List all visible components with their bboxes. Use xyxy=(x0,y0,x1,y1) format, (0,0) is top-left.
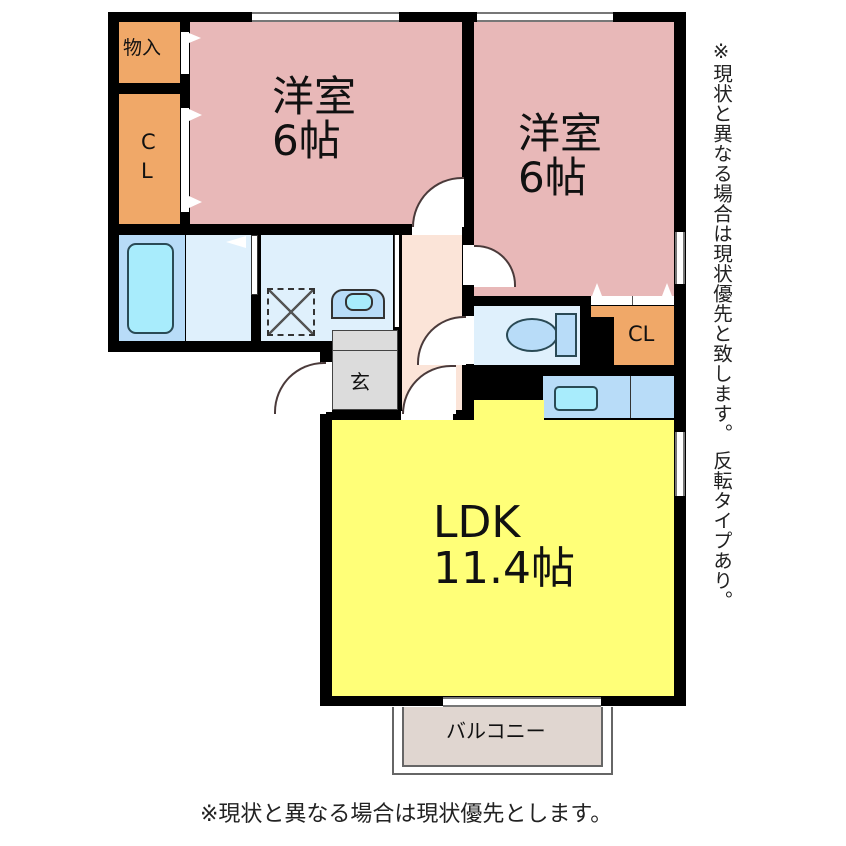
toilet-tank-icon xyxy=(555,313,577,357)
closet-1 xyxy=(119,94,180,224)
door-marker-icon xyxy=(226,236,246,248)
balcony-label: バルコニー xyxy=(446,719,546,743)
closet-2-door-split xyxy=(632,296,633,305)
closet-2-label: CL xyxy=(628,322,655,346)
closet-door-marker-icon xyxy=(189,109,202,121)
closet-1-door[interactable] xyxy=(181,108,189,212)
side-note: ※現状と異なる場合は現状優先と致します。 反転タイプあり。 xyxy=(709,40,733,611)
ldk xyxy=(332,420,674,696)
toilet-door[interactable] xyxy=(463,316,474,364)
washbasin-bowl-icon xyxy=(345,293,373,311)
closet-2-upper xyxy=(591,306,621,317)
entrance-step-line xyxy=(332,350,398,351)
window-ldk-bottom xyxy=(443,697,601,707)
kitchen-sink-icon xyxy=(554,386,598,411)
storage-label: 物入 xyxy=(123,37,162,59)
bottom-note: ※現状と異なる場合は現状優先とします。 xyxy=(200,802,613,827)
closet-door-marker-icon xyxy=(592,283,602,296)
bathroom-door[interactable] xyxy=(251,235,258,295)
ldk-upper xyxy=(474,400,544,422)
window-room1-top xyxy=(252,12,399,22)
storage xyxy=(119,22,180,83)
closet-door-marker-icon xyxy=(189,196,202,208)
room2-door[interactable] xyxy=(463,245,474,285)
balcony xyxy=(402,707,603,767)
closet-2 xyxy=(614,306,674,365)
closet-door-marker-icon xyxy=(662,283,672,296)
washroom-sliding-door[interactable] xyxy=(394,235,399,327)
western-room-2-label: 洋室 6帖 xyxy=(518,109,603,203)
entrance xyxy=(332,330,398,410)
western-room-1-label: 洋室 6帖 xyxy=(272,72,357,166)
storage-door[interactable] xyxy=(181,32,189,74)
ldk-entry-door[interactable] xyxy=(401,411,453,420)
closet-1-label: C L xyxy=(141,130,156,184)
ldk-label: LDK 11.4帖 xyxy=(433,497,575,595)
entrance-label: 玄 xyxy=(350,370,370,394)
western-room-1 xyxy=(190,22,462,224)
front-door[interactable] xyxy=(321,362,332,412)
window-room2-side xyxy=(675,232,685,284)
window-room2-top xyxy=(477,12,613,22)
room1-door[interactable] xyxy=(412,224,462,235)
closet-door-marker-icon xyxy=(189,33,201,43)
window-ldk-side xyxy=(675,432,685,496)
western-room-2 xyxy=(474,22,674,296)
bathroom xyxy=(186,235,251,341)
toilet-bowl-icon xyxy=(506,318,558,352)
front-door-swing-icon xyxy=(274,362,326,414)
bathtub-icon xyxy=(127,243,174,334)
washing-machine-pan-icon xyxy=(267,288,315,336)
kitchen-counter-divider xyxy=(630,376,631,418)
